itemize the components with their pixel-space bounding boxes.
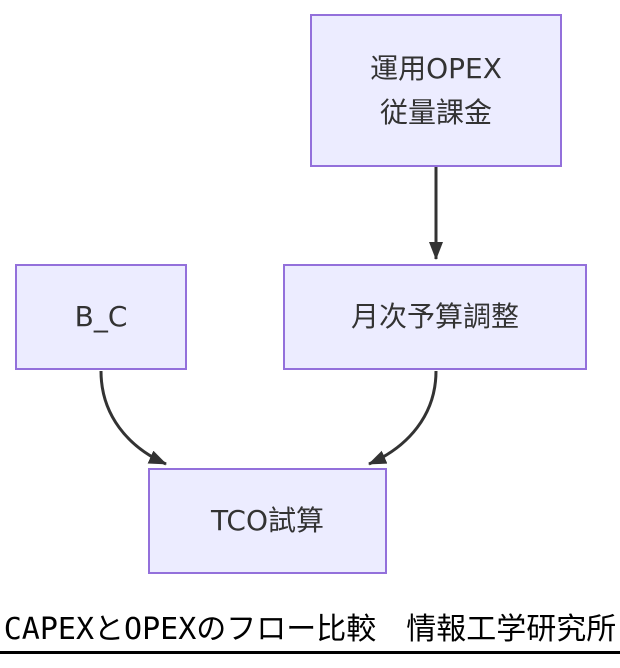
node-opex: 運用OPEX 従量課金 <box>310 14 562 167</box>
diagram-caption: CAPEXとOPEXのフロー比較 情報工学研究所 <box>0 611 620 654</box>
diagram-caption-text: CAPEXとOPEXのフロー比較 情報工学研究所 <box>3 612 617 647</box>
edge-bc-to-tco <box>99 370 167 466</box>
node-monthly: 月次予算調整 <box>283 264 587 370</box>
edge-monthly-to-tco <box>368 370 438 466</box>
node-bc-label: B_C <box>74 300 128 333</box>
node-opex-label-line2: 従量課金 <box>379 95 492 129</box>
node-opex-label-line1: 運用OPEX <box>370 51 502 85</box>
node-tco: TCO試算 <box>148 468 387 574</box>
node-bc: B_C <box>15 264 187 370</box>
node-monthly-label: 月次予算調整 <box>350 300 519 333</box>
node-tco-label: TCO試算 <box>210 504 325 537</box>
